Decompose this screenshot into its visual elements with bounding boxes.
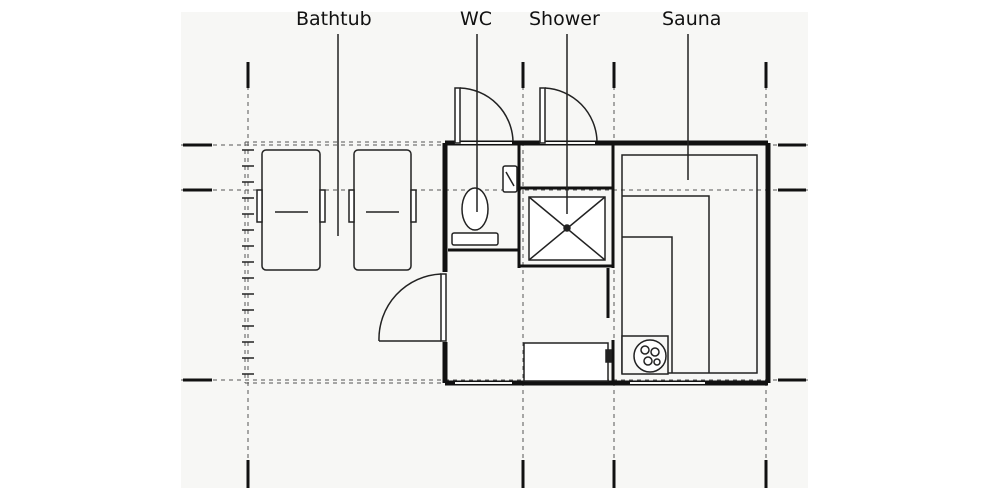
label-wc: WC [460, 8, 493, 30]
label-sauna: Sauna [662, 8, 722, 30]
door-main [378, 273, 447, 342]
label-bathtub: Bathtub [296, 8, 372, 30]
axis-markers [183, 62, 806, 488]
sauna-bench-upper [621, 154, 758, 374]
door-shower [539, 87, 598, 144]
door-wc [454, 87, 514, 144]
bathtub-1 [256, 149, 326, 271]
changing-bench [523, 342, 612, 382]
sauna-bench-lower [622, 195, 710, 373]
label-leaders [337, 34, 689, 236]
toilet [451, 165, 518, 246]
label-shower: Shower [529, 8, 600, 30]
railing [242, 149, 254, 375]
bathtub-2 [348, 149, 417, 271]
interior-walls [448, 145, 615, 381]
grid-lines [181, 62, 808, 488]
sauna-stove-icon [621, 335, 669, 375]
